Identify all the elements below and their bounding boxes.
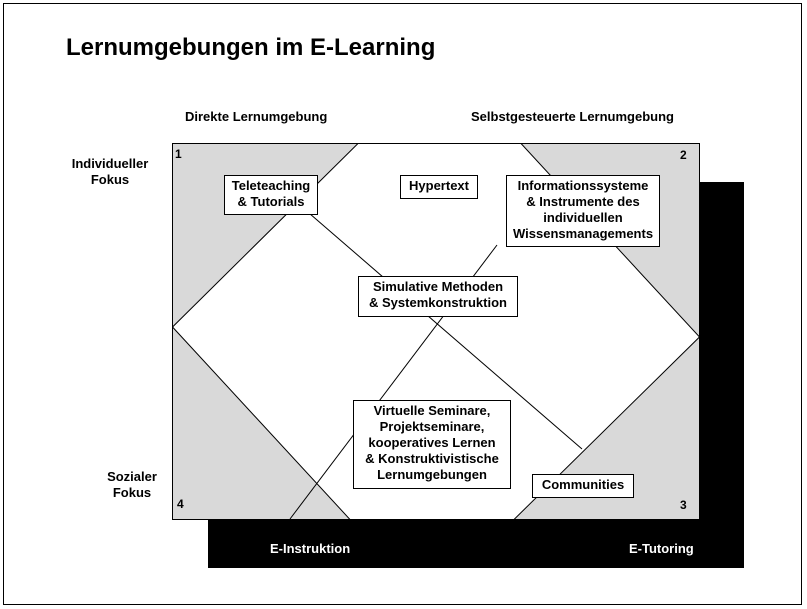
quadrant-number-3: 3 [680,498,687,512]
corner-bottom-left [172,325,352,520]
learning-environment-diagram: 1 2 3 4 Teleteaching & Tutorials Hyperte… [172,143,700,520]
box-hypertext: Hypertext [400,175,478,199]
box-communities: Communities [532,474,634,498]
box-virtual-seminars: Virtuelle Seminare, Projektseminare, koo… [353,400,511,489]
slide-frame [3,3,802,605]
row-label-individual: Individueller Fokus [71,156,149,187]
box-simulative-methods: Simulative Methoden & Systemkonstruktion [358,276,518,317]
corner-bottom-right [512,335,700,520]
quadrant-number-2: 2 [680,148,687,162]
footer-label-e-tutoring: E-Tutoring [629,541,694,556]
column-label-self-directed: Selbstgesteuerte Lernumgebung [471,109,674,124]
box-information-systems: Informationssysteme & Instrumente des in… [506,175,660,247]
footer-label-e-instruction: E-Instruktion [270,541,351,556]
row-label-social: Sozialer Fokus [107,469,157,500]
box-teleteaching: Teleteaching & Tutorials [224,175,318,215]
diagonal-line-main [279,187,583,450]
quadrant-number-4: 4 [177,497,184,511]
quadrant-number-1: 1 [175,147,182,161]
page-title: Lernumgebungen im E-Learning [66,34,436,61]
column-label-direct: Direkte Lernumgebung [185,109,328,124]
